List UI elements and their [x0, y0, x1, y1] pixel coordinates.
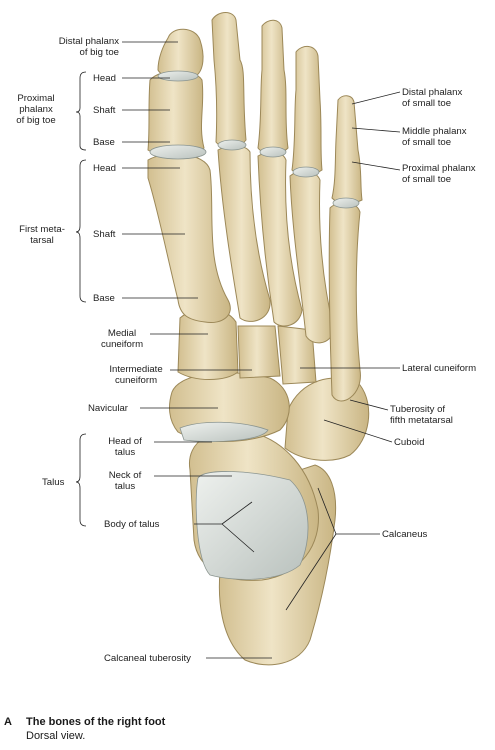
label-calcaneus: Calcaneus [382, 529, 428, 540]
label-proximal-phalanx-big-toe: Proximal phalanx of big toe [16, 93, 56, 126]
label-head-metatarsal: Head [93, 163, 116, 174]
label-lateral-cuneiform: Lateral cuneiform [402, 363, 477, 374]
label-calcaneal-tuberosity: Calcaneal tuberosity [104, 653, 191, 664]
label-cuboid: Cuboid [394, 437, 425, 448]
caption-subtitle: Dorsal view. [26, 730, 86, 742]
fourth-toe-phalanges [291, 46, 323, 175]
mtp-joint-big-toe [149, 144, 207, 160]
label-proximal-phalanx-small-toe: Proximal phalanx of small toe [402, 163, 476, 185]
label-base-phalanx: Base [93, 137, 115, 148]
mtp-joint-third [259, 146, 287, 158]
joint-surfaces [149, 70, 360, 580]
second-metatarsal-bone [217, 145, 271, 322]
talus-head-surface [179, 421, 269, 442]
fifth-metatarsal-bone [328, 202, 361, 402]
label-head-phalanx: Head [93, 73, 116, 84]
label-head-of-talus: Head of talus [108, 436, 142, 458]
third-toe-phalanges [257, 19, 289, 155]
bones [147, 12, 370, 666]
leader-lines [75, 41, 401, 659]
first-metatarsal-bone [147, 153, 231, 324]
label-medial-cuneiform: Medial cuneiform [100, 328, 144, 350]
caption-letter: A [4, 716, 12, 728]
mtp-joint-second [217, 139, 247, 151]
mtp-joint-fifth [332, 197, 360, 209]
proximal-phalanx-big-toe-bone [147, 70, 205, 157]
label-distal-phalanx-small-toe: Distal phalanx of small toe [402, 87, 463, 109]
label-shaft-phalanx: Shaft [93, 105, 116, 116]
label-tuberosity-fifth-metatarsal: Tuberosity of fifth metatarsal [390, 404, 453, 426]
lateral-cuneiform-bone [277, 325, 317, 385]
second-toe-phalanges [211, 12, 247, 149]
label-shaft-metatarsal: Shaft [93, 229, 116, 240]
label-navicular: Navicular [88, 403, 128, 414]
foot-illustration [75, 12, 401, 666]
label-middle-phalanx-small-toe: Middle phalanx of small toe [402, 126, 467, 148]
small-toe-phalanges [331, 95, 363, 204]
label-body-of-talus: Body of talus [104, 519, 160, 530]
caption-title: The bones of the right foot [26, 716, 166, 728]
label-first-metatarsal: First meta- tarsal [19, 224, 65, 246]
label-distal-phalanx-big-toe: Distal phalanx of big toe [58, 36, 119, 58]
label-talus: Talus [42, 477, 65, 488]
label-neck-of-talus: Neck of talus [108, 470, 142, 492]
label-intermediate-cuneiform: Intermediate cuneiform [109, 364, 163, 386]
label-base-metatarsal: Base [93, 293, 115, 304]
third-metatarsal-bone [257, 151, 303, 327]
mtp-joint-fourth [292, 166, 320, 178]
figure-caption: A The bones of the right foot Dorsal view… [4, 715, 165, 743]
talus-trochlea [195, 471, 309, 580]
intermediate-cuneiform-bone [237, 325, 281, 379]
ip-joint-big-toe [157, 70, 199, 82]
